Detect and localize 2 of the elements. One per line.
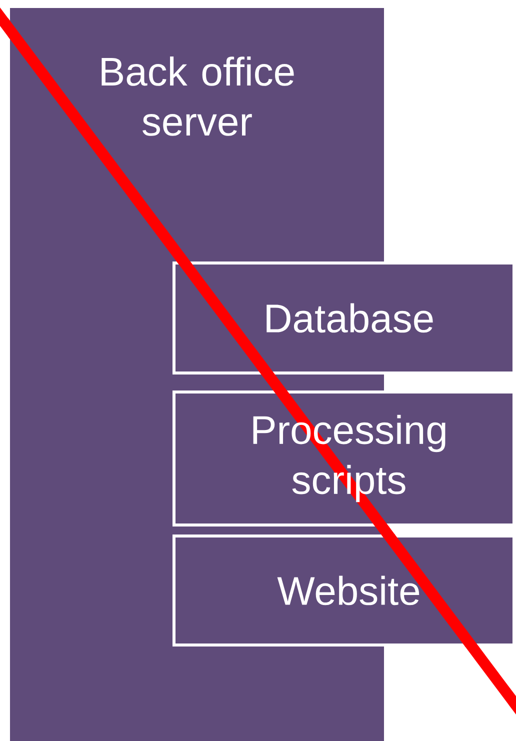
component-box: Database	[172, 261, 516, 375]
component-box: Website	[172, 534, 516, 647]
